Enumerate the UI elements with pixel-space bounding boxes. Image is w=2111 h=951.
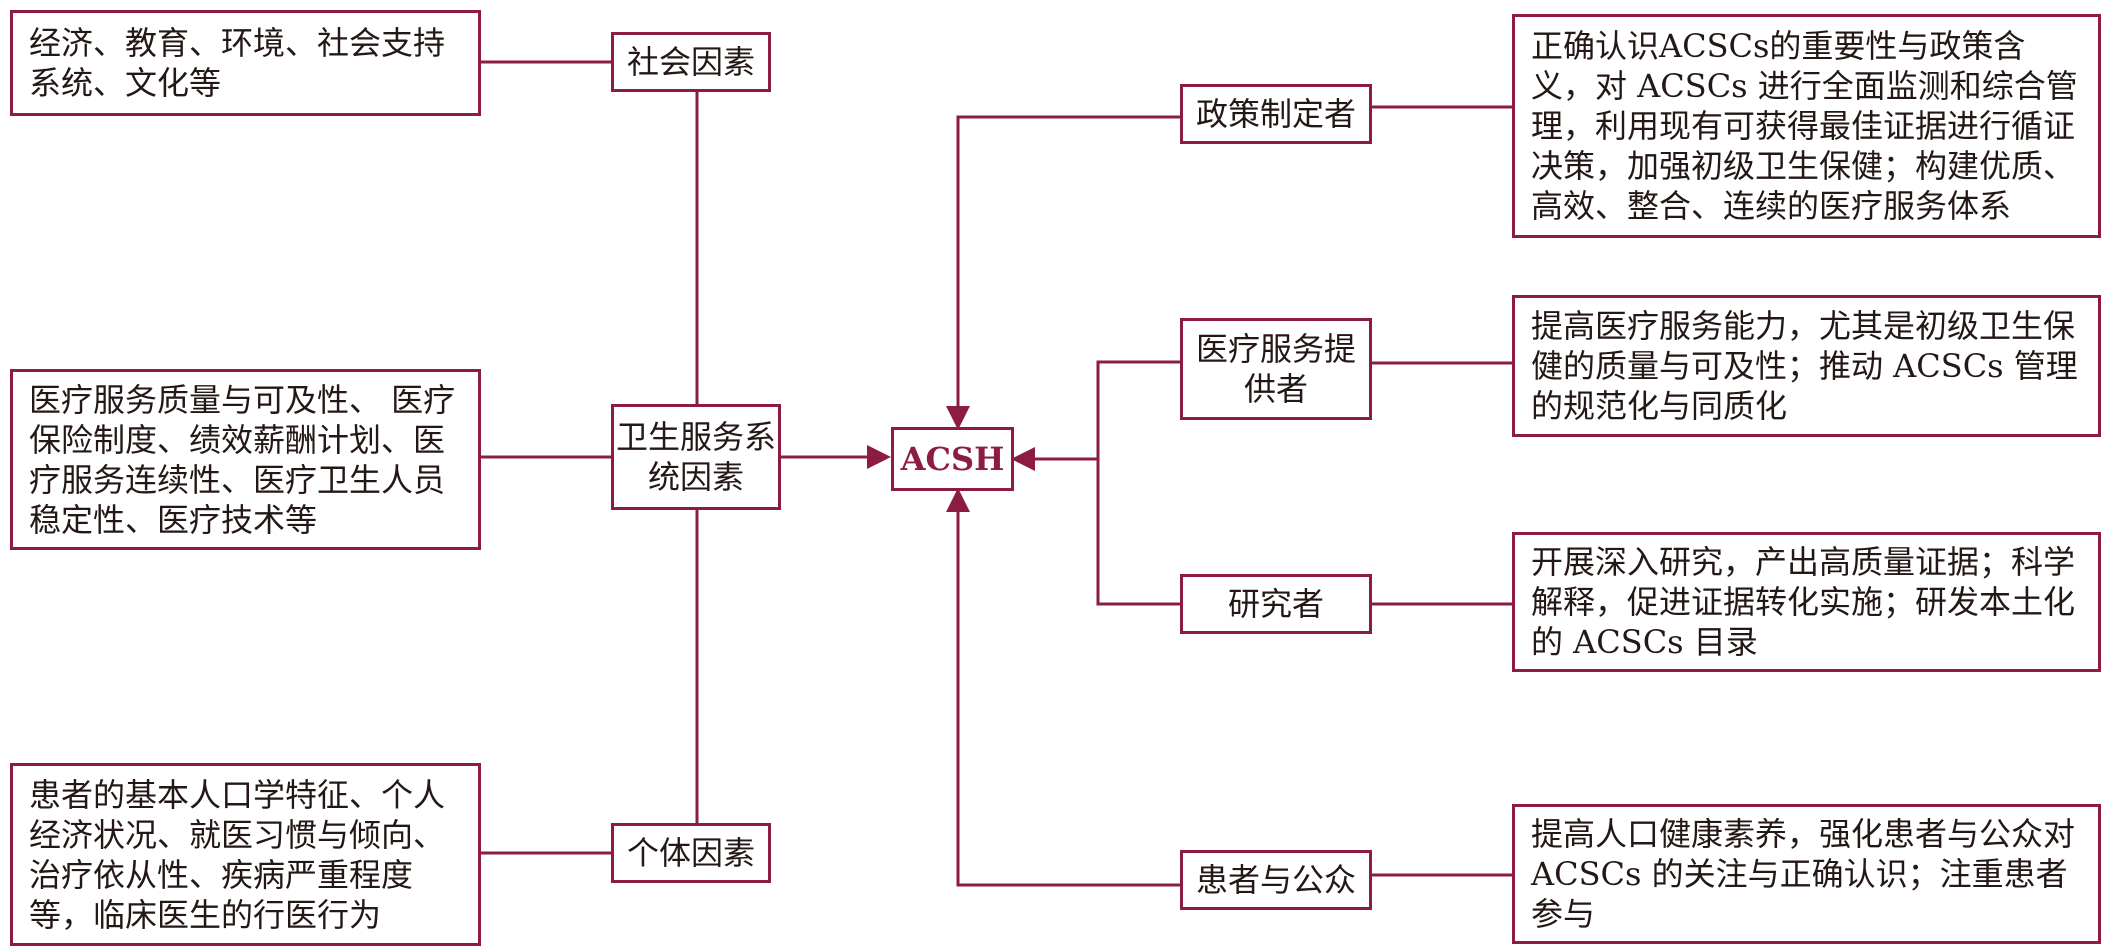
social-factors-desc-box: 经济、教育、环境、社会支持系统、文化等 [10, 10, 481, 116]
patients-public-node: 患者与公众 [1180, 850, 1372, 910]
policy-makers-node: 政策制定者 [1180, 84, 1372, 144]
health-system-factors-node: 卫生服务系统因素 [611, 404, 781, 510]
providers-node: 医疗服务提供者 [1180, 318, 1372, 420]
providers-desc: 提高医疗服务能力，尤其是初级卫生保健的质量与可及性；推动 ACSCs 管理的规范… [1531, 307, 2078, 425]
policy-makers-desc: 正确认识ACSCs的重要性与政策含义，对 ACSCs 进行全面监测和综合管理，利… [1531, 27, 2078, 225]
patients-public-desc-box: 提高人口健康素养，强化患者与公众对 ACSCs 的关注与正确认识；注重患者参与 [1512, 804, 2101, 944]
line-providers-researchers-bracket [1096, 360, 1180, 606]
policy-makers-desc-box: 正确认识ACSCs的重要性与政策含义，对 ACSCs 进行全面监测和综合管理，利… [1512, 14, 2101, 238]
social-factors-label: 社会因素 [626, 43, 755, 81]
individual-factors-label: 个体因素 [626, 834, 755, 872]
social-factors-node: 社会因素 [611, 32, 771, 92]
individual-factors-desc-box: 患者的基本人口学特征、个人经济状况、就医习惯与倾向、治疗依从性、疾病严重程度等，… [10, 763, 481, 946]
individual-factors-node: 个体因素 [611, 823, 771, 883]
researchers-label: 研究者 [1227, 585, 1324, 623]
arrow-patients-to-acsh [946, 488, 1180, 887]
researchers-node: 研究者 [1180, 574, 1372, 634]
patients-public-desc: 提高人口健康素养，强化患者与公众对 ACSCs 的关注与正确认识；注重患者参与 [1531, 815, 2076, 933]
researchers-desc-box: 开展深入研究，产出高质量证据；科学解释，促进证据转化实施；研发本土化的 ACSC… [1512, 532, 2101, 672]
health-system-factors-label: 卫生服务系统因素 [615, 418, 776, 496]
social-factors-desc: 经济、教育、环境、社会支持系统、文化等 [29, 24, 446, 102]
individual-factors-desc: 患者的基本人口学特征、个人经济状况、就医习惯与倾向、治疗依从性、疾病严重程度等，… [29, 775, 446, 934]
providers-label: 医疗服务提供者 [1195, 330, 1356, 408]
acsh-node: ACSH [891, 427, 1014, 491]
acsh-label: ACSH [900, 440, 1005, 478]
policy-makers-label: 政策制定者 [1195, 95, 1356, 133]
researchers-desc: 开展深入研究，产出高质量证据；科学解释，促进证据转化实施；研发本土化的 ACSC… [1531, 543, 2076, 661]
providers-desc-box: 提高医疗服务能力，尤其是初级卫生保健的质量与可及性；推动 ACSCs 管理的规范… [1512, 295, 2101, 437]
arrow-policy-to-acsh [946, 115, 1180, 430]
health-system-factors-desc: 医疗服务质量与可及性、 医疗保险制度、绩效薪酬计划、医疗服务连续性、医疗卫生人员… [29, 380, 456, 539]
patients-public-label: 患者与公众 [1195, 861, 1356, 899]
health-system-factors-desc-box: 医疗服务质量与可及性、 医疗保险制度、绩效薪酬计划、医疗服务连续性、医疗卫生人员… [10, 369, 481, 550]
